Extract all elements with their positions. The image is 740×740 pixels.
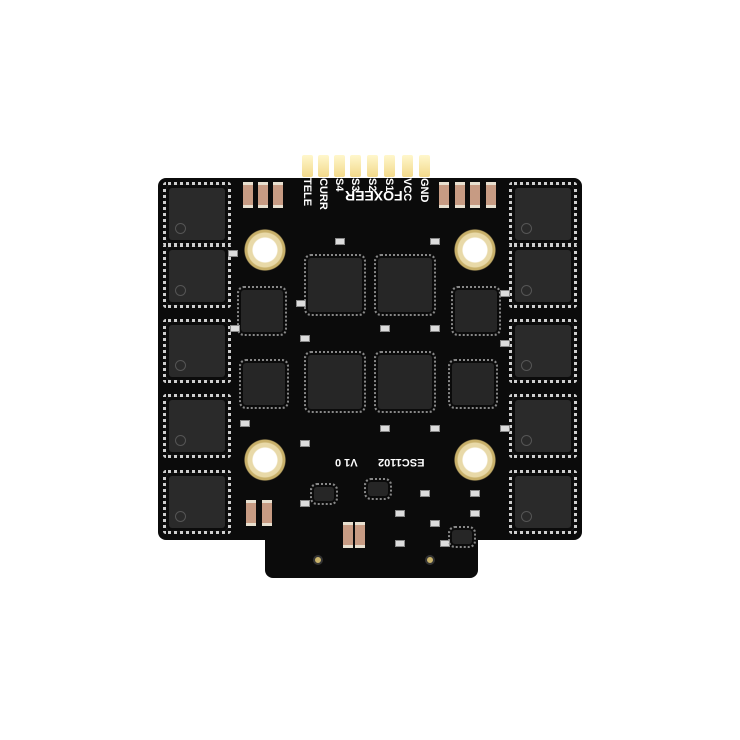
pad-label: GND xyxy=(418,178,430,203)
regulator-chip xyxy=(364,478,392,500)
smd-component xyxy=(296,300,306,307)
capacitor xyxy=(355,522,365,548)
mounting-hole xyxy=(243,228,287,272)
smd-component xyxy=(470,490,480,497)
version-silkscreen: V1 0 xyxy=(335,456,358,468)
mosfet xyxy=(163,182,231,246)
mosfet xyxy=(163,319,231,383)
capacitor xyxy=(439,182,449,208)
via xyxy=(425,555,435,565)
solder-pad-vcc xyxy=(402,155,413,177)
smd-component xyxy=(230,325,240,332)
capacitor xyxy=(470,182,480,208)
capacitor xyxy=(455,182,465,208)
capacitor xyxy=(258,182,268,208)
driver-chip xyxy=(374,254,436,316)
smd-component xyxy=(300,440,310,447)
pad-label: S2 xyxy=(366,178,378,192)
mosfet xyxy=(509,319,577,383)
smd-component xyxy=(228,250,238,257)
smd-component xyxy=(430,325,440,332)
capacitor xyxy=(343,522,353,548)
mcu-chip xyxy=(237,286,287,336)
solder-pad-curr xyxy=(318,155,329,177)
solder-pad-s1 xyxy=(384,155,395,177)
model-silkscreen: ESC1102 xyxy=(378,456,425,468)
smd-component xyxy=(300,335,310,342)
solder-pad-s4 xyxy=(334,155,345,177)
smd-component xyxy=(430,238,440,245)
smd-component xyxy=(500,290,510,297)
mcu-chip xyxy=(451,286,501,336)
mcu-chip xyxy=(239,359,289,409)
solder-pad-tele xyxy=(302,155,313,177)
smd-component xyxy=(500,340,510,347)
pad-label: S1 xyxy=(383,178,395,192)
driver-chip xyxy=(304,254,366,316)
pad-label: CURR xyxy=(317,178,329,210)
mounting-hole xyxy=(243,438,287,482)
smd-component xyxy=(470,510,480,517)
mosfet xyxy=(509,182,577,246)
mosfet xyxy=(163,394,231,458)
mosfet xyxy=(509,244,577,308)
smd-component xyxy=(420,490,430,497)
pad-label: S4 xyxy=(333,178,345,192)
smd-component xyxy=(380,425,390,432)
capacitor xyxy=(243,182,253,208)
mosfet xyxy=(509,470,577,534)
solder-pad-s2 xyxy=(367,155,378,177)
capacitor xyxy=(262,500,272,526)
pad-label: S3 xyxy=(349,178,361,192)
solder-pad-s3 xyxy=(350,155,361,177)
smd-component xyxy=(380,325,390,332)
regulator-chip xyxy=(310,483,338,505)
mosfet xyxy=(509,394,577,458)
smd-component xyxy=(395,540,405,547)
pad-label: TELE xyxy=(301,178,313,207)
smd-component xyxy=(500,425,510,432)
smd-component xyxy=(300,500,310,507)
smd-component xyxy=(240,420,250,427)
capacitor xyxy=(246,500,256,526)
mounting-hole xyxy=(453,438,497,482)
smd-component xyxy=(395,510,405,517)
driver-chip xyxy=(304,351,366,413)
smd-component xyxy=(440,540,450,547)
smd-component xyxy=(430,520,440,527)
capacitor xyxy=(486,182,496,208)
mosfet xyxy=(163,470,231,534)
driver-chip xyxy=(374,351,436,413)
smd-component xyxy=(430,425,440,432)
pad-label: VCC xyxy=(401,178,413,202)
via xyxy=(313,555,323,565)
regulator-chip xyxy=(448,526,476,548)
capacitor xyxy=(273,182,283,208)
smd-component xyxy=(335,238,345,245)
mosfet xyxy=(163,244,231,308)
mounting-hole xyxy=(453,228,497,272)
solder-pad-gnd xyxy=(419,155,430,177)
mcu-chip xyxy=(448,359,498,409)
